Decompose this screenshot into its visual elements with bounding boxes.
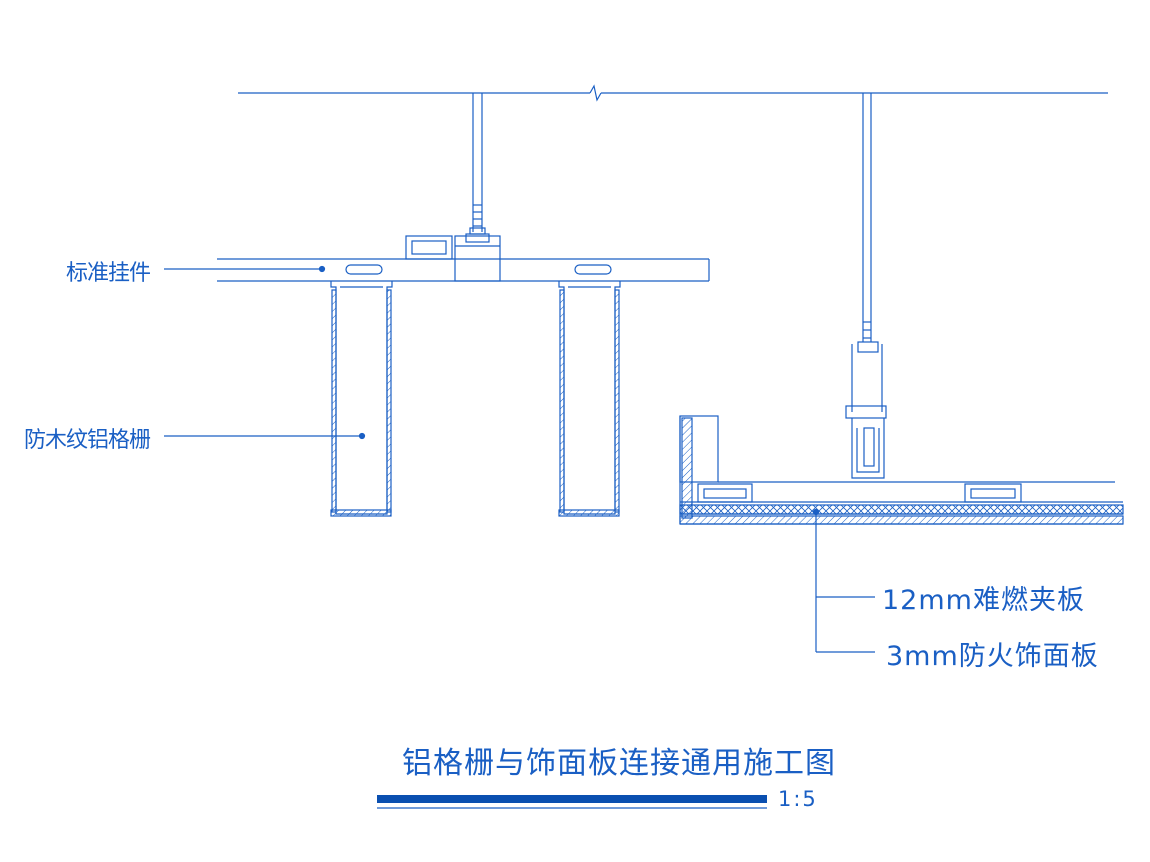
grille-profile-right: [558, 281, 621, 517]
leader-panels: [812, 508, 875, 653]
drawing-scale: 1:5: [778, 787, 818, 811]
leader-grille: [164, 432, 366, 440]
drawing-title: 铝格栅与饰面板连接通用施工图: [402, 746, 836, 781]
grille-profile-left: [330, 281, 393, 517]
right-hanger-rod: [845, 93, 887, 419]
title-bar: [377, 795, 767, 803]
label-wood-grain-aluminum-grille: 防木纹铝格栅: [24, 428, 151, 453]
standard-hanger-rail: [217, 235, 710, 282]
leader-hanger: [164, 265, 326, 273]
label-fire-retardant-board: 12mm难燃夹板: [882, 585, 1085, 616]
ceiling-panel-assembly: [679, 415, 1124, 525]
main-runner-channel: [851, 418, 885, 479]
left-hanger-rod: [465, 93, 490, 243]
label-fireproof-facing-panel: 3mm防火饰面板: [886, 641, 1099, 672]
label-standard-hanger: 标准挂件: [66, 261, 151, 286]
ceiling-line: [238, 84, 1108, 102]
